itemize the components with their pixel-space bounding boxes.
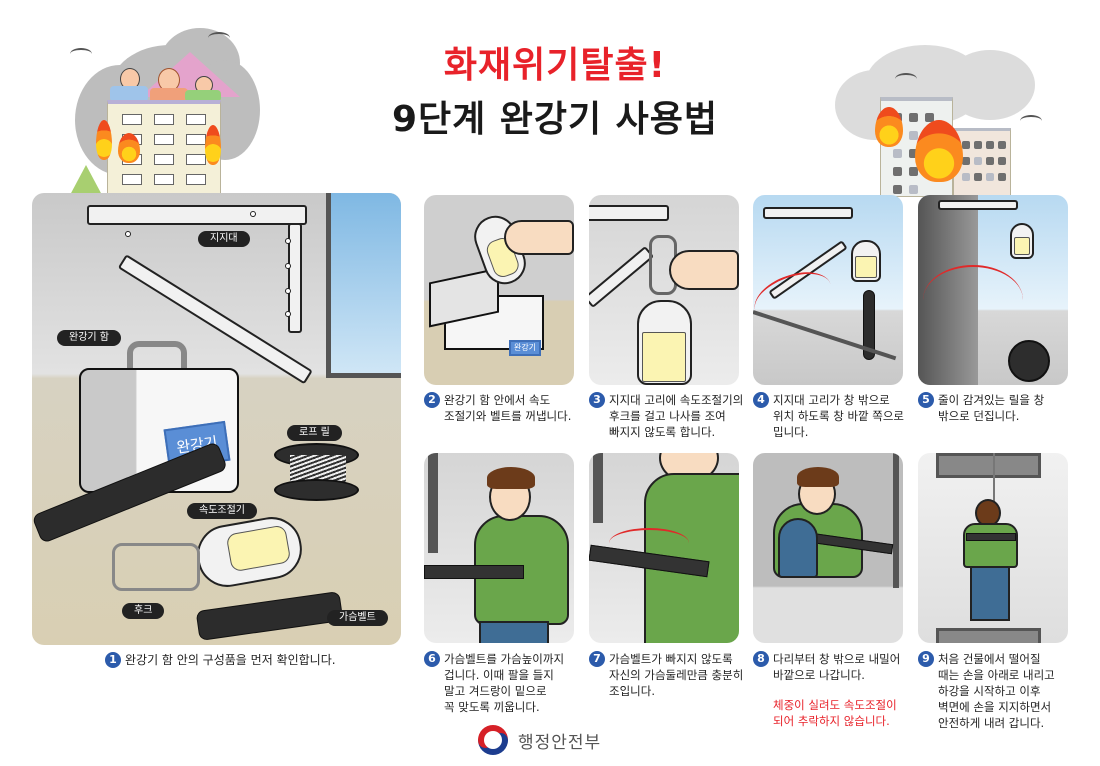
step-text: 가슴벨트가 빠지지 않도록 자신의 가슴둘레만큼 충분히 조입니다. [609,652,744,698]
rope-reel-icon [1008,340,1050,382]
step-number-badge: 9 [918,651,934,667]
label-rope-reel: 로프 릴 [287,425,342,441]
label-box: 완강기 함 [57,330,121,346]
step-4-caption: 4 지지대 고리가 창 밖으로 위치 하도록 창 바깥 쪽으로 밉니다. [753,392,913,440]
rope-line [993,453,995,518]
step-number-badge: 5 [918,392,934,408]
step-3-illustration [589,195,739,385]
step-8-caption: 8 다리부터 창 밖으로 내밀어 바깥으로 나갑니다. [753,651,913,683]
step-5-caption: 5 줄이 감겨있는 릴을 창 밖으로 던집니다. [918,392,1078,424]
rope-reel-bottom [274,479,359,501]
step-number-badge: 4 [753,392,769,408]
person-jeans [970,566,1010,621]
window-frame [428,453,438,553]
chest-belt-icon [195,591,344,641]
person-jeans [778,518,818,578]
step-text: 가슴벨트를 가슴높이까지 겁니다. 이때 팔을 들지 말고 겨드랑이 밑으로 꼭… [444,652,565,714]
step-text: 다리부터 창 밖으로 내밀어 바깥으로 나갑니다. [773,652,901,682]
support-bracket-side [288,223,302,333]
speed-regulator-icon [851,240,881,282]
speed-regulator-icon [1010,223,1034,259]
speed-regulator-icon [637,300,692,385]
step-8-warning: 체중이 실려도 속도조절이 되어 추락하지 않습니다. [773,698,897,728]
step-1-caption: 1 완강기 함 안의 구성품을 먼저 확인합니다. [105,652,336,668]
person-hair [797,467,839,487]
hook-icon [112,543,200,591]
step-9-caption: 9 처음 건물에서 떨어질 때는 손을 아래로 내리고 하강을 시작하고 이후 … [918,651,1083,731]
step-number-badge: 6 [424,651,440,667]
person-hair [487,467,535,489]
flame-icon [875,107,903,147]
step-8-illustration [753,453,903,643]
red-arrow-icon [609,528,689,558]
family-rooftop-illustration [40,20,300,195]
chest-belt-icon [966,533,1016,541]
window-frame [893,453,899,588]
step-number-badge: 7 [589,651,605,667]
step-number-badge: 3 [589,392,605,408]
person-head [975,499,1001,527]
upper-window [936,453,1041,478]
step-text: 지지대 고리가 창 밖으로 위치 하도록 창 바깥 쪽으로 밉니다. [773,393,905,439]
person-jeans [479,621,549,643]
bird-icon [208,32,230,44]
tree-icon [70,165,102,195]
person-shirt [963,523,1018,568]
label-support: 지지대 [198,231,250,247]
step-2-caption: 2 완강기 함 안에서 속도 조절기와 벨트를 꺼냅니다. [424,392,584,424]
ministry-name: 행정안전부 [518,732,602,753]
burning-buildings-illustration [835,45,1085,198]
box-handle-icon [127,341,187,369]
window-frame [326,193,401,378]
step-6-caption: 6 가슴벨트를 가슴높이까지 겁니다. 이때 팔을 들지 말고 겨드랑이 밑으로… [424,651,584,715]
flame-icon [915,120,963,182]
taegeuk-logo-icon [478,725,508,755]
bird-icon [1020,115,1042,127]
step-3-caption: 3 지지대 고리에 속도조절기의 후크를 걸고 나사를 조여 빠지지 않도록 합… [589,392,749,440]
bird-icon [895,73,917,85]
step-number-badge: 1 [105,652,121,668]
father-body-icon [110,86,148,102]
step-text: 완강기 함 안의 구성품을 먼저 확인합니다. [125,653,336,667]
step-9-illustration [918,453,1068,643]
label-hook: 후크 [122,603,165,619]
label-speed-regulator: 속도조절기 [187,503,257,519]
title-line-2: 9단계 완강기 사용법 [391,99,719,140]
step-2-illustration: 완강기 [424,195,574,385]
office-building-short [953,128,1011,198]
support-bracket-top [87,205,307,225]
step-7-illustration [589,453,739,643]
red-arrow-icon [753,262,839,333]
flame-icon [205,125,221,165]
step-text: 지지대 고리에 속도조절기의 후크를 걸고 나사를 조여 빠지지 않도록 합니다… [609,393,744,439]
flame-icon [118,133,140,163]
step-5-illustration [918,195,1068,385]
flame-icon [96,120,112,160]
step-text: 줄이 감겨있는 릴을 창 밖으로 던집니다. [938,393,1045,423]
label-chest-belt: 가슴벨트 [327,610,388,626]
speed-regulator-icon [192,512,307,592]
smoke-cloud [945,50,1035,120]
step-7-caption: 7 가슴벨트가 빠지지 않도록 자신의 가슴둘레만큼 충분히 조입니다. [589,651,749,699]
step-text: 완강기 함 안에서 속도 조절기와 벨트를 꺼냅니다. [444,393,572,423]
title-line-1: 화재위기탈출! [443,45,667,86]
hand-icon [669,250,739,290]
poster-title: 화재위기탈출! 9단계 완강기 사용법 [330,42,780,146]
box-sticker: 완강기 [509,340,541,356]
step-6-illustration [424,453,574,643]
step-4-illustration [753,195,903,385]
step-text: 처음 건물에서 떨어질 때는 손을 아래로 내리고 하강을 시작하고 이후 벽면… [938,652,1055,730]
step-number-badge: 8 [753,651,769,667]
step-number-badge: 2 [424,392,440,408]
lower-window [936,628,1041,643]
hand-icon [504,220,574,255]
bird-icon [70,48,92,60]
ministry-logo: 행정안전부 [478,725,601,755]
step-1-illustration: 지지대 완강기 함 완강기 로프 릴 속도조절기 후크 가슴벨트 [32,193,401,645]
window-frame [593,453,603,523]
red-arrow-icon [923,265,1023,335]
child-body-icon [185,90,221,102]
chest-belt-icon [424,565,524,579]
